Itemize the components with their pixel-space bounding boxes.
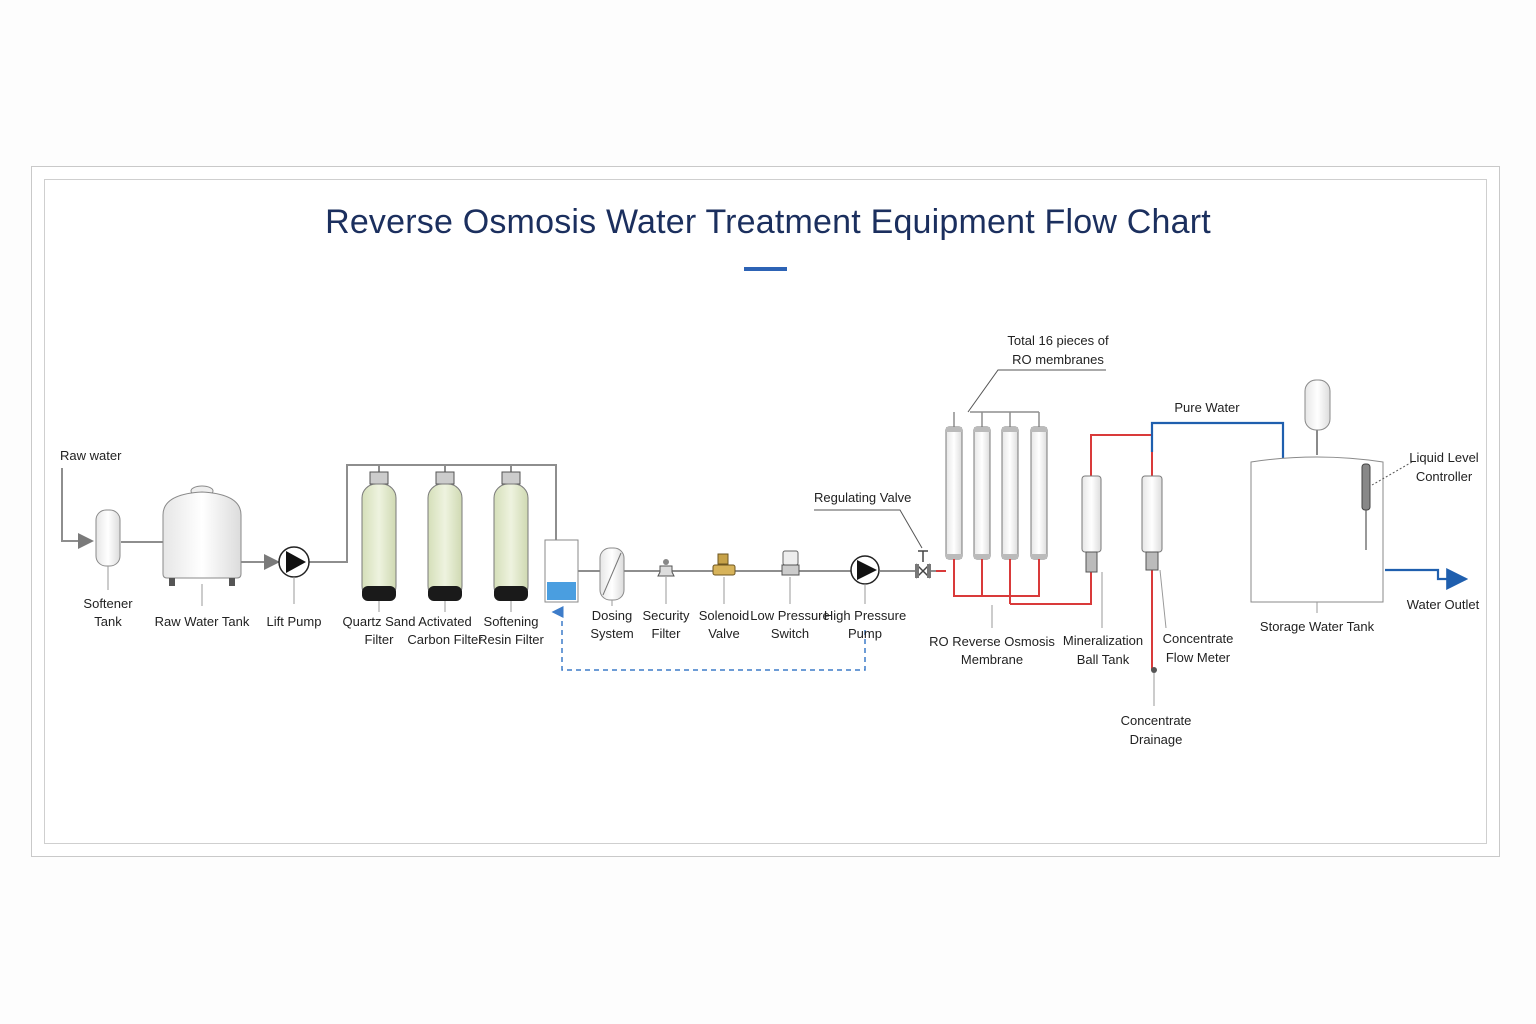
label-activated-carbon-1: Activated [418, 614, 471, 629]
label-high-pressure-pump-2: Pump [848, 626, 882, 641]
label-lift-pump: Lift Pump [267, 614, 322, 629]
label-softening-resin-1: Softening [484, 614, 539, 629]
label-membranes-note-2: RO membranes [1012, 352, 1104, 367]
solenoid-valve-icon [712, 553, 736, 604]
mineralization-ball-tank-icon [1081, 475, 1103, 628]
label-pure-water: Pure Water [1174, 400, 1240, 415]
high-pressure-pump-icon [850, 555, 880, 604]
label-regulating-valve: Regulating Valve [814, 490, 911, 505]
liquid-level-controller-icon [1361, 461, 1413, 550]
label-activated-carbon-2: Carbon Filter [407, 632, 483, 647]
label-storage-water-tank: Storage Water Tank [1260, 619, 1375, 634]
label-water-outlet: Water Outlet [1407, 597, 1480, 612]
low-pressure-switch-icon [781, 550, 800, 604]
label-membranes-note-1: Total 16 pieces of [1007, 333, 1109, 348]
label-mineralization-2: Ball Tank [1077, 652, 1130, 667]
label-softener-tank-1: Softener [83, 596, 133, 611]
lift-pump-icon [278, 546, 310, 604]
label-quartz-sand-2: Filter [365, 632, 395, 647]
ro-membrane-1 [945, 412, 963, 560]
page-title: Reverse Osmosis Water Treatment Equipmen… [325, 203, 1211, 241]
concentrate-drainage-outlet [1151, 667, 1157, 706]
ro-membrane-3 [1001, 412, 1019, 560]
labels: Raw water Softener Tank Raw Water Tank L… [60, 333, 1480, 747]
pure-water-piping [1150, 421, 1469, 590]
ro-membranes-group [945, 369, 1106, 628]
label-dosing-system-2: System [590, 626, 633, 641]
raw-water-tank-icon [162, 485, 242, 606]
label-ro-membrane-2: Membrane [961, 652, 1023, 667]
quartz-sand-filter-icon [361, 471, 397, 612]
label-raw-water-tank: Raw Water Tank [155, 614, 250, 629]
storage-water-tank-icon [1250, 379, 1384, 613]
label-concentrate-drainage-1: Concentrate [1121, 713, 1192, 728]
label-softener-tank-2: Tank [94, 614, 122, 629]
softening-resin-filter-icon [493, 471, 529, 612]
regulating-valve-icon [814, 509, 931, 579]
label-solenoid-valve-2: Valve [708, 626, 740, 641]
pipe-pump-to-filters [309, 464, 380, 563]
label-liquid-level-1: Liquid Level [1409, 450, 1478, 465]
label-softening-resin-2: Resin Filter [478, 632, 544, 647]
label-liquid-level-2: Controller [1416, 469, 1473, 484]
label-concentrate-flow-meter-2: Flow Meter [1166, 650, 1231, 665]
concentrate-flow-meter-icon [1141, 475, 1167, 629]
softener-tank-icon [95, 509, 121, 590]
dosing-system-icon [599, 547, 625, 606]
label-concentrate-flow-meter-1: Concentrate [1163, 631, 1234, 646]
label-low-pressure-switch-1: Low Pressure [750, 608, 829, 623]
label-security-filter-2: Filter [652, 626, 682, 641]
label-mineralization-1: Mineralization [1063, 633, 1143, 648]
label-solenoid-valve-1: Solenoid [699, 608, 750, 623]
dosing-feedback-line [551, 606, 866, 671]
raw-water-inlet-pipe [61, 468, 94, 549]
ro-membrane-2 [973, 412, 991, 560]
diagram-frame-inner [44, 179, 1487, 844]
ro-membrane-4 [1030, 412, 1048, 560]
pipe-header-filters [379, 464, 557, 540]
label-quartz-sand-1: Quartz Sand [343, 614, 416, 629]
label-security-filter-1: Security [643, 608, 690, 623]
label-concentrate-drainage-2: Drainage [1130, 732, 1183, 747]
security-filter-icon [657, 559, 675, 604]
label-high-pressure-pump-1: High Pressure [824, 608, 906, 623]
label-raw-water: Raw water [60, 448, 122, 463]
label-dosing-system-1: Dosing [592, 608, 632, 623]
title-underline [744, 267, 787, 271]
dosing-box-icon [544, 539, 579, 603]
label-low-pressure-switch-2: Switch [771, 626, 809, 641]
activated-carbon-filter-icon [427, 471, 463, 612]
label-ro-membrane-1: RO Reverse Osmosis [929, 634, 1055, 649]
